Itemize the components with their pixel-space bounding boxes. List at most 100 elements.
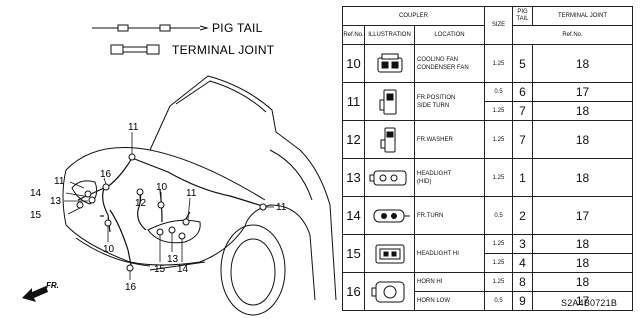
pig-tail-label: PIG TAIL bbox=[212, 21, 263, 35]
coupler-illustration bbox=[364, 120, 415, 159]
callout-14-bottom: 14 bbox=[177, 264, 189, 275]
header-pig-tail: PIG TAIL bbox=[512, 6, 534, 26]
row-ref: 11 bbox=[342, 82, 365, 121]
row-terminal-joint: 18 bbox=[532, 120, 634, 159]
row-pig-tail: 9 bbox=[512, 291, 534, 311]
row-pig-tail: 8 bbox=[512, 272, 534, 292]
table-subheader-row: Ref.No. ILLUSTRATION LOCATION Ref.No. bbox=[342, 25, 634, 45]
row-size: 1.25 bbox=[484, 272, 514, 292]
row-pig-tail: 6 bbox=[512, 82, 534, 102]
callout-11-roof: 11 bbox=[128, 122, 139, 133]
row-location: HEADLIGHT HI bbox=[413, 234, 486, 273]
callout-14-left: 14 bbox=[30, 188, 42, 199]
row-pig-tail: 2 bbox=[512, 196, 534, 235]
header-size: SIZE bbox=[484, 6, 514, 45]
callout-16-left: 16 bbox=[100, 169, 112, 180]
callout-11-left: 11 bbox=[54, 176, 65, 187]
row-terminal-joint: 17 bbox=[532, 291, 634, 311]
table-row: 16 HORN HI 1.25 8 18 bbox=[342, 272, 634, 311]
callout-10-bottom: 10 bbox=[103, 244, 115, 255]
row-size: 1.25 bbox=[484, 120, 514, 159]
front-direction-arrow-icon bbox=[22, 286, 48, 302]
row-ref: 15 bbox=[342, 234, 365, 273]
row-ref: 10 bbox=[342, 44, 365, 83]
connector-16-icon bbox=[371, 281, 404, 302]
row-location: FR.TURN bbox=[413, 196, 486, 235]
row-pig-tail: 7 bbox=[512, 101, 534, 121]
table-header-row: COUPLER SIZE PIG TAIL TERMINAL JOINT bbox=[341, 6, 634, 45]
row-size: 1.25 bbox=[484, 44, 514, 83]
row-terminal-joint: 18 bbox=[532, 44, 634, 83]
row-size: 0.5 bbox=[484, 291, 514, 311]
callout-10-center: 10 bbox=[156, 182, 168, 193]
row-terminal-joint: 17 bbox=[532, 196, 634, 235]
row-pig-tail: 1 bbox=[512, 158, 534, 197]
row-ref: 14 bbox=[342, 196, 365, 235]
table-row: 1.25 7 18 bbox=[343, 101, 634, 121]
car-wiring-diagram: 11 11 16 14 13 15 12 10 11 11 10 15 13 1… bbox=[22, 75, 337, 316]
connector-14-icon bbox=[373, 209, 410, 222]
row-pig-tail: 4 bbox=[512, 253, 534, 273]
table-row: 12 FR.WASHER 1.25 7 18 bbox=[342, 120, 634, 159]
callout-15-bottom: 15 bbox=[154, 264, 166, 275]
callout-11-right: 11 bbox=[276, 202, 287, 213]
coupler-illustration bbox=[364, 158, 415, 197]
row-location: HORN HI bbox=[413, 272, 486, 292]
callout-11-center: 11 bbox=[186, 188, 197, 199]
table-row: 14 FR.TURN 0.5 2 17 bbox=[342, 196, 634, 235]
legend: PIG TAIL TERMINAL JOINT bbox=[92, 21, 275, 57]
row-size: 1.25 bbox=[484, 158, 514, 197]
header-ref-no: Ref.No. bbox=[342, 25, 365, 45]
row-location: HORN LOW bbox=[413, 291, 486, 311]
coupler-table: COUPLER SIZE PIG TAIL TERMINAL JOINT Ref… bbox=[341, 6, 634, 311]
connector-15-icon bbox=[375, 244, 404, 263]
row-size: 1.25 bbox=[484, 101, 514, 121]
header-illustration: ILLUSTRATION bbox=[364, 25, 415, 45]
row-size: 1.25 bbox=[484, 234, 514, 254]
header-location: LOCATION bbox=[413, 25, 486, 45]
coupler-illustration bbox=[364, 82, 415, 121]
car-body-outline bbox=[62, 75, 337, 316]
table-row: 13 HEADLIGHT(HID) 1.25 1 18 bbox=[342, 158, 634, 197]
row-terminal-joint: 18 bbox=[532, 101, 634, 121]
row-location: HEADLIGHT(HID) bbox=[413, 158, 486, 197]
terminal-joint-label: TERMINAL JOINT bbox=[172, 43, 275, 57]
row-size: 1.25 bbox=[484, 253, 514, 273]
table-row: HORN LOW 0.5 9 17 bbox=[343, 291, 634, 311]
callout-leaders bbox=[64, 132, 274, 280]
callout-15-left: 15 bbox=[30, 210, 42, 221]
coupler-illustration bbox=[364, 44, 415, 83]
row-ref: 13 bbox=[342, 158, 365, 197]
connector-12-icon bbox=[380, 127, 395, 152]
callout-13-left: 13 bbox=[50, 196, 62, 207]
row-terminal-joint: 18 bbox=[532, 272, 634, 292]
row-size: 0.5 bbox=[484, 82, 514, 102]
connector-11-icon bbox=[379, 89, 396, 114]
coupler-illustration bbox=[364, 196, 415, 235]
front-direction-label: FR. bbox=[46, 281, 59, 290]
row-terminal-joint: 18 bbox=[532, 234, 634, 254]
table-row: 15 HEADLIGHT HI 1.25 3 18 bbox=[342, 234, 634, 273]
row-terminal-joint: 17 bbox=[532, 82, 634, 102]
row-pig-tail: 3 bbox=[512, 234, 534, 254]
row-pig-tail: 5 bbox=[512, 44, 534, 83]
row-pig-tail: 7 bbox=[512, 120, 534, 159]
connector-10-icon bbox=[377, 53, 402, 72]
row-ref: 12 bbox=[342, 120, 365, 159]
pig-tail-icon bbox=[92, 24, 209, 32]
row-location: FR.WASHER bbox=[413, 120, 486, 159]
row-ref: 16 bbox=[342, 272, 365, 311]
row-size: 0.5 bbox=[484, 196, 514, 235]
coupler-illustration bbox=[364, 234, 415, 273]
row-terminal-joint: 18 bbox=[532, 253, 634, 273]
callout-12-center: 12 bbox=[135, 198, 147, 209]
connector-points bbox=[76, 153, 267, 272]
diagram-code: S2A4B0721B bbox=[561, 298, 618, 308]
callout-13-bottom: 13 bbox=[167, 254, 179, 265]
header-ref-no-right: Ref.No. bbox=[512, 25, 634, 45]
callout-16-bottom: 16 bbox=[125, 282, 137, 293]
header-coupler: COUPLER bbox=[341, 6, 486, 26]
